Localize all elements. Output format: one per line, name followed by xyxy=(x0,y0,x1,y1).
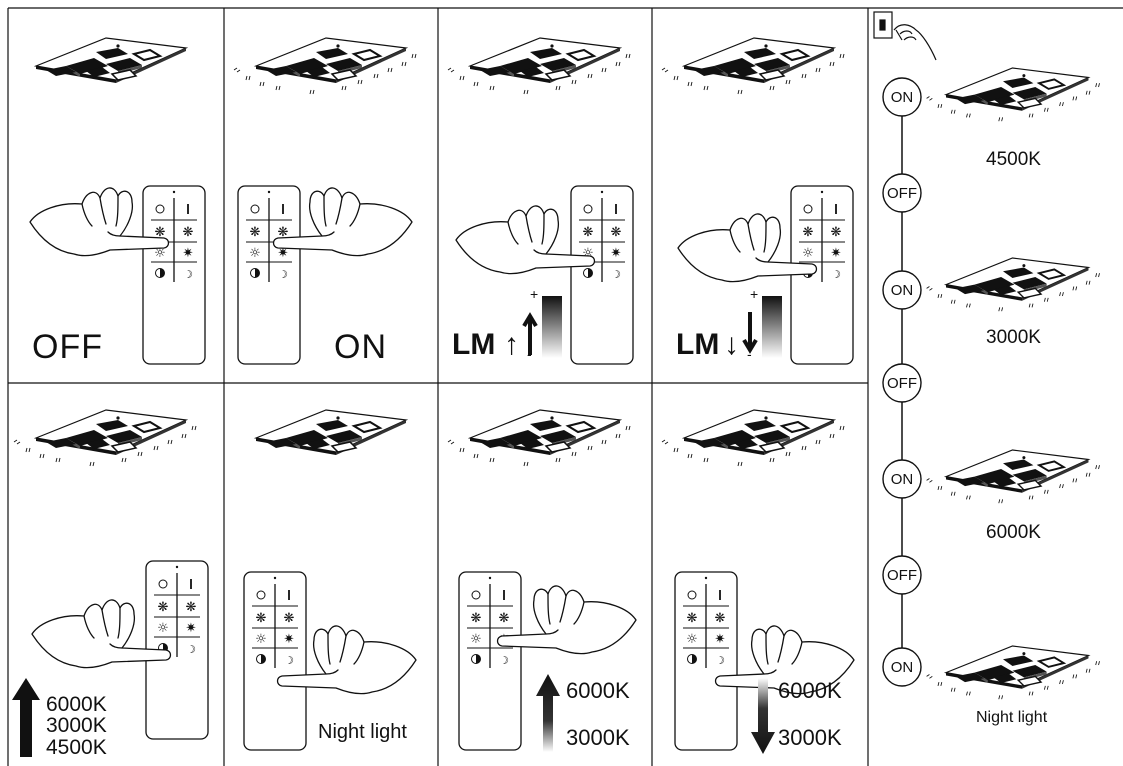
lm-up-arrow-icon: ↑ xyxy=(504,328,519,361)
arrow-up-icon xyxy=(536,674,560,752)
ceiling-lamp-icon xyxy=(35,409,187,456)
grid-frame xyxy=(7,7,1123,766)
panel-color-up xyxy=(447,409,637,752)
ceiling-lamp-icon xyxy=(945,257,1090,302)
state-circle xyxy=(882,270,922,310)
state-label: ON xyxy=(890,89,914,106)
brightness-gradient-icon xyxy=(762,296,782,358)
minus-label: - xyxy=(747,346,752,362)
minus-label: - xyxy=(527,346,532,362)
ceiling-lamp-icon xyxy=(945,449,1090,494)
remote-control-icon xyxy=(142,185,206,365)
state-circle xyxy=(882,459,922,499)
arrow-up-icon xyxy=(12,678,40,757)
plus-label: + xyxy=(530,286,539,302)
state-circle xyxy=(882,173,922,213)
night-light-label: Night light xyxy=(318,721,407,743)
panel-on xyxy=(233,37,417,365)
remote-control-icon xyxy=(458,571,522,751)
color-down-bottom-label: 3000K xyxy=(778,725,842,750)
step-caption: 4500K xyxy=(986,149,1041,170)
wall-switch-sequence xyxy=(873,11,1100,700)
state-label: ON xyxy=(890,471,914,488)
lm-label: LM xyxy=(676,328,720,361)
panel-brightness-down xyxy=(661,37,854,365)
color-up-bottom-label: 3000K xyxy=(566,725,630,750)
cycle-label-3: 4500K xyxy=(46,736,107,759)
ceiling-lamp-icon xyxy=(683,409,835,456)
panel-off xyxy=(29,37,206,365)
remote-control-icon xyxy=(243,571,307,751)
ceiling-lamp-icon xyxy=(469,409,621,456)
step-caption: 6000K xyxy=(986,522,1041,543)
lm-label: LM xyxy=(452,328,496,361)
panel-color-down xyxy=(661,409,855,754)
cycle-label-2: 3000K xyxy=(46,714,107,737)
panel-brightness-up xyxy=(447,37,634,365)
step-caption: Night light xyxy=(976,709,1048,726)
ceiling-lamp-icon xyxy=(255,409,407,456)
remote-control-icon xyxy=(237,185,301,365)
ceiling-lamp-icon xyxy=(945,645,1090,690)
ceiling-lamp-icon xyxy=(683,37,835,84)
panel-night-light xyxy=(243,409,417,751)
arrow-up-icon xyxy=(522,312,538,355)
cycle-label-1: 6000K xyxy=(46,693,107,716)
state-label: OFF xyxy=(887,375,917,392)
on-label: ON xyxy=(334,328,387,366)
color-down-top-label: 6000K xyxy=(778,678,842,703)
state-circle xyxy=(882,647,922,687)
ceiling-lamp-icon xyxy=(469,37,621,84)
state-label: ON xyxy=(890,282,914,299)
ceiling-lamp-icon xyxy=(945,67,1090,112)
state-label: OFF xyxy=(887,185,917,202)
state-circle xyxy=(882,77,922,117)
panel-color-cycle xyxy=(12,409,209,757)
arrow-down-icon xyxy=(751,678,775,754)
wall-switch-icon xyxy=(873,11,937,61)
ceiling-lamp-icon xyxy=(35,37,187,84)
remote-control-icon xyxy=(674,571,738,751)
state-label: ON xyxy=(890,659,914,676)
color-up-top-label: 6000K xyxy=(566,678,630,703)
arrow-down-icon xyxy=(742,312,758,354)
state-label: OFF xyxy=(887,567,917,584)
plus-label: + xyxy=(750,286,759,302)
remote-control-icon xyxy=(570,185,634,365)
ceiling-lamp-icon xyxy=(255,37,407,84)
brightness-gradient-icon xyxy=(542,296,562,358)
step-caption: 3000K xyxy=(986,327,1041,348)
lm-down-arrow-icon: ↓ xyxy=(724,328,739,361)
state-circle xyxy=(882,555,922,595)
state-circle xyxy=(882,363,922,403)
off-label: OFF xyxy=(32,328,103,366)
